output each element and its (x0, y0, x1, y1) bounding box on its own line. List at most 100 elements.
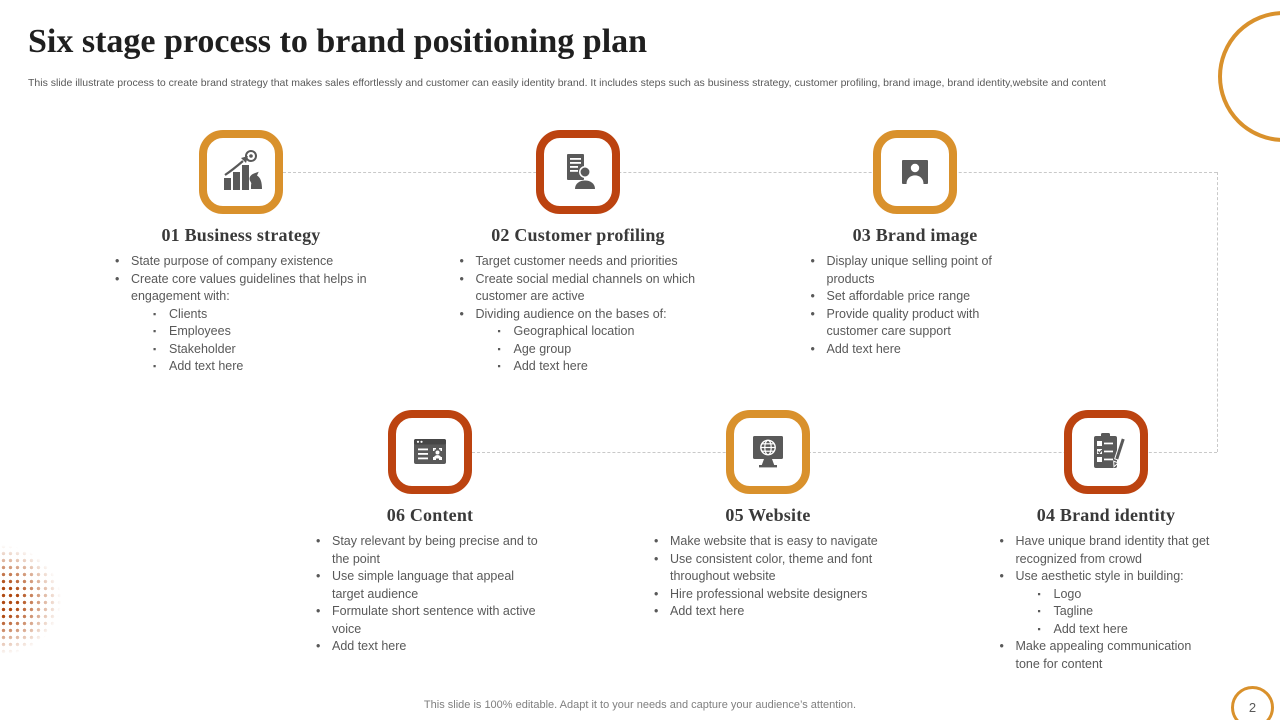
halftone-dots-decoration (0, 536, 72, 664)
bullet-text: Hire professional website designers (670, 586, 868, 601)
stage-bullets: •Make website that is easy to navigate•U… (651, 533, 885, 621)
bullet-text: Create social medial channels on which c… (475, 271, 696, 304)
stage-bullets: •State purpose of company existence• Crea… (112, 253, 370, 376)
bullet-marker: • (654, 604, 659, 618)
bullet-marker: • (316, 604, 321, 618)
sub-bullet-item: ▪ Geographical location (497, 323, 700, 341)
sub-bullet-item: ▪Logo (1037, 586, 1216, 604)
bullet-item: • Hire professional website designers (651, 586, 885, 604)
stage-bullets: • Have unique brand identity that get rec… (997, 533, 1216, 673)
stage-business-strategy: 01 Business strategy •State purpose of c… (101, 130, 381, 376)
bullet-marker: • (115, 271, 120, 286)
bullet-text: Set affordable price range (826, 289, 971, 303)
bullet-item: • Display unique selling point of product… (808, 253, 1023, 288)
bullet-item: •Stay relevant by being precise and to t… (313, 533, 547, 568)
bullet-text: State purpose of company existence (131, 254, 334, 268)
bullet-marker: • (316, 569, 321, 583)
bullet-marker: ▪ (153, 326, 157, 336)
stage-icon-frame (1064, 410, 1148, 494)
connector-line-bottom (472, 452, 1217, 453)
bullet-marker: • (459, 254, 464, 268)
bullet-text: Dividing audience on the bases of: (475, 306, 667, 321)
portrait-icon (902, 160, 928, 184)
sub-bullet-list: ▪Clients▪Employees▪Stakeholder▪Add text … (152, 306, 370, 376)
bullet-text: Employees (169, 324, 231, 338)
bullet-text: Target customer needs and priorities (475, 254, 678, 268)
bullet-text: Have unique brand identity that get reco… (1015, 534, 1210, 566)
bullet-text: Create core values guidelines that helps… (131, 271, 367, 304)
bullet-text: Stakeholder (169, 341, 236, 356)
bullet-marker: ▪ (1037, 623, 1041, 634)
bullet-item: • Dividing audience on the bases of: ▪ Geog… (457, 306, 700, 376)
stage-content: 06 Content • Stay relevant by being preci… (290, 410, 570, 656)
bullet-text: Formulate short sentence with active voi… (332, 604, 536, 636)
stage-title: 01 Business strategy (161, 225, 321, 245)
bullet-marker: • (459, 306, 464, 321)
stage-icon-frame (873, 130, 957, 214)
bullet-item: • Formulate short sentence with active vo… (313, 603, 547, 638)
sub-bullet-item: ▪ Age group (497, 341, 700, 359)
bullet-text: Use consistent color, theme and font thr… (670, 551, 873, 584)
checklist-pencil-icon (1094, 433, 1126, 468)
bullet-text: Provide quality product with customer ca… (826, 306, 980, 339)
bullet-item: • Use simple language that appeal target … (313, 568, 547, 603)
bullet-text: Tagline (1053, 604, 1094, 618)
bullet-text: Add text here (826, 341, 901, 356)
bullet-marker: • (654, 551, 659, 566)
sub-bullet-item: ▪Add text here (1037, 621, 1216, 639)
bullet-text: Age group (513, 341, 572, 356)
sub-bullet-item: ▪Add text here (497, 358, 700, 376)
bullet-marker: ▪ (497, 361, 501, 371)
sub-bullet-list: ▪ Geographical location ▪ Age group ▪Add tex… (497, 323, 700, 376)
bullet-item: • Target customer needs and priorities (457, 253, 700, 271)
page-number: 2 (1248, 700, 1257, 715)
bullet-marker: • (999, 534, 1004, 548)
bullet-marker: • (654, 534, 659, 548)
browser-id-card-icon (414, 439, 446, 464)
stage-title: 06 Content (386, 505, 474, 525)
bullet-item: • Use aesthetic style in building: ▪Logo ▪ T… (997, 568, 1216, 638)
decorative-ring (1218, 11, 1280, 142)
page-title: Six stage process to brand positioning p… (28, 23, 648, 60)
bullet-marker: • (459, 271, 464, 286)
bullet-text: Display unique selling point of products (826, 254, 992, 286)
bullet-marker: ▪ (1037, 606, 1041, 616)
document-person-icon (567, 154, 595, 189)
bullet-marker: • (316, 639, 321, 653)
bullet-marker: ▪ (497, 343, 501, 354)
bullet-text: Stay relevant by being precise and to th… (332, 534, 538, 566)
bullet-text: Add text here (670, 604, 745, 618)
stage-title: 02 Customer profiling (491, 225, 665, 245)
bullet-text: Geographical location (513, 324, 635, 338)
bullet-marker: ▪ (153, 308, 157, 319)
slide-subtitle: This slide illustrate process to create … (28, 77, 1106, 89)
stage-title: 05 Website (725, 505, 811, 525)
stage-bullets: • Stay relevant by being precise and to t… (313, 533, 547, 656)
bullet-marker: • (999, 569, 1004, 583)
bullet-marker: • (810, 254, 815, 268)
bullet-text: Use aesthetic style in building: (1015, 569, 1184, 583)
stage-brand-identity: 04 Brand identity •Have unique brand ide… (966, 410, 1246, 673)
stage-bullets: • Target customer needs and priorities • Cr… (457, 253, 700, 376)
bullet-item: • Add text here (313, 638, 547, 656)
bullet-text: Use simple language that appeal target a… (332, 569, 515, 601)
bullet-marker: • (810, 289, 815, 303)
bullet-text: Add text here (169, 359, 244, 373)
stage-customer-profiling: 02 Customer profiling • Target customer n… (438, 130, 718, 376)
bullet-marker: • (810, 341, 815, 356)
monitor-globe-icon (753, 436, 783, 468)
bullet-item: • Set affordable price range (808, 288, 1023, 306)
sub-bullet-item: ▪Clients (152, 306, 370, 324)
bullet-marker: • (654, 586, 659, 601)
stage-icon-frame (388, 410, 472, 494)
stage-brand-image: 03 Brand image •Display unique selling p… (775, 130, 1055, 358)
bullet-marker: • (999, 639, 1004, 653)
sub-bullet-list: ▪Logo ▪ Tagline ▪Add text here (1037, 586, 1216, 639)
stage-icon-frame (726, 410, 810, 494)
bullet-item: •State purpose of company existence (112, 253, 370, 271)
bullet-text: Make appealing communication tone for co… (1015, 639, 1192, 671)
stage-icon-frame (536, 130, 620, 214)
bullet-marker: ▪ (497, 326, 501, 336)
bullet-text: Add text here (332, 639, 407, 653)
